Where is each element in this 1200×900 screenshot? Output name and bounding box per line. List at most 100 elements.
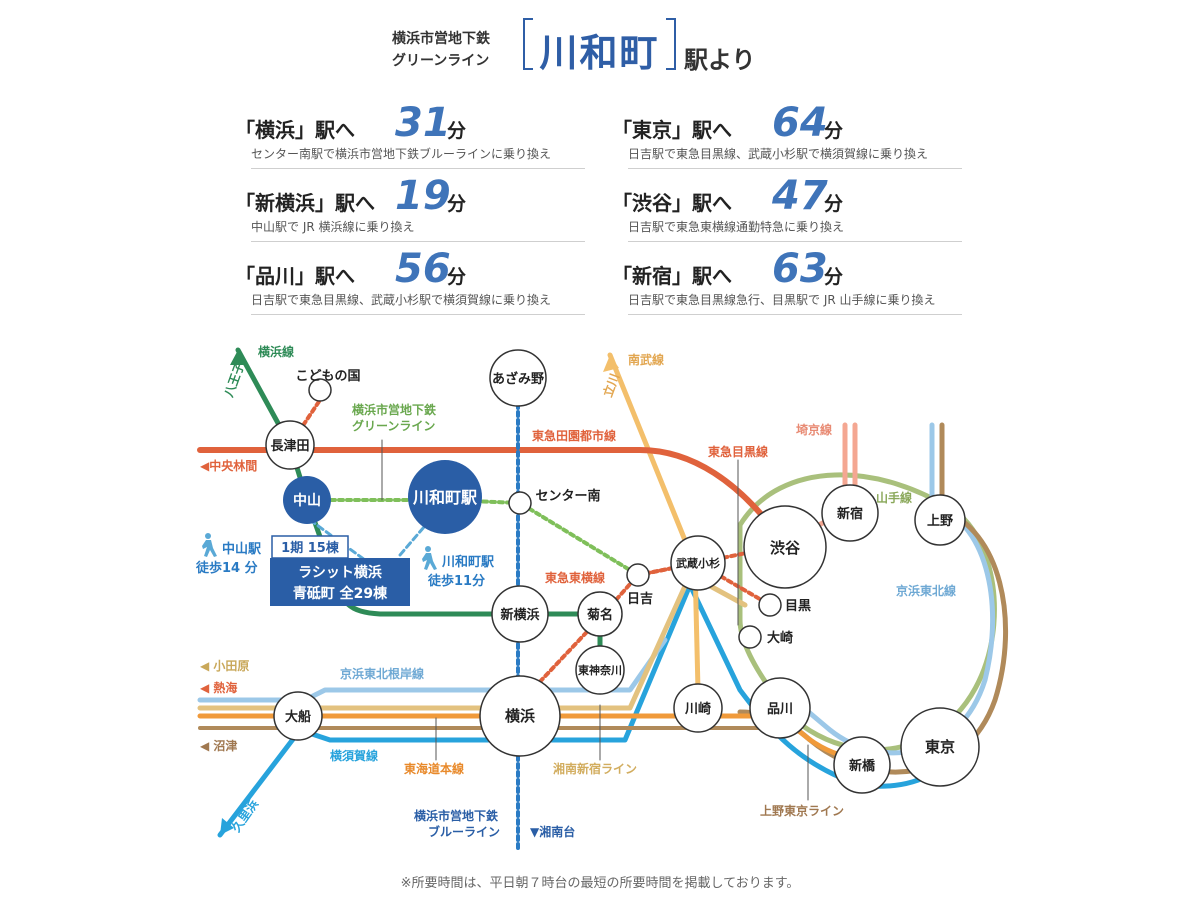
label-keihin-tohoku: 京浜東北線 — [896, 583, 956, 598]
label-osaki: 大崎 — [767, 630, 793, 646]
destination-note: センター南駅で横浜市営地下鉄ブルーラインに乗り換え — [251, 147, 552, 161]
label-shin-yokohama: 新横浜 — [500, 607, 539, 623]
label-odawara: ◀ 小田原 — [200, 658, 249, 673]
label-chuo-rinkan: ◀中央林間 — [200, 458, 257, 473]
walking-person-icon — [202, 533, 217, 557]
destination-minutes: 19 — [395, 173, 451, 219]
station-kodomonokuni — [308, 378, 332, 402]
walking-person-icon — [422, 546, 437, 570]
header-suffix: 駅より — [684, 46, 756, 74]
station-musashikosugi — [670, 535, 726, 591]
destination-minutes: 31 — [395, 100, 451, 146]
destination-minutes: 64 — [772, 100, 828, 146]
station-kawasaki — [673, 683, 723, 733]
label-blue-line-2: ブルーライン — [428, 824, 500, 839]
label-green-line-1: 横浜市営地下鉄 — [352, 402, 436, 417]
arrow-kurihama-icon — [220, 818, 234, 835]
label-nakayama: 中山 — [293, 492, 321, 509]
label-shinjuku: 新宿 — [837, 506, 863, 522]
label-saikyo: 埼京線 — [796, 422, 832, 437]
label-azamino: あざみ野 — [492, 371, 544, 387]
label-hachioji: 八王子 — [221, 360, 247, 400]
destination-unit: 分 — [447, 193, 467, 215]
header-line-name-1: 横浜市営地下鉄 — [392, 31, 490, 47]
destination-note: 日吉駅で東急東横線通勤特急に乗り換え — [628, 220, 845, 234]
station-shin-yokohama — [491, 585, 549, 643]
label-tokyo: 東京 — [925, 738, 955, 756]
label-kawasaki: 川崎 — [684, 701, 711, 717]
station-center-minami — [508, 491, 532, 515]
destination-shinagawa: 「品川」駅へ 56 分 日吉駅で東急目黒線、武蔵小杉駅で横須賀線に乗り換え — [235, 246, 585, 316]
label-meguro-line: 東急目黒線 — [708, 444, 768, 459]
destination-shibuya: 「渋谷」駅へ 47 分 日吉駅で東急東横線通勤特急に乗り換え — [612, 173, 962, 243]
label-toyoko: 東急東横線 — [545, 570, 605, 585]
divider — [628, 314, 962, 315]
destination-name: 「横浜」駅へ — [235, 118, 355, 142]
label-shimbashi: 新橋 — [849, 758, 876, 774]
footnote: ※所要時間は、平日朝７時台の最短の所要時間を掲載しております。 — [400, 876, 800, 891]
label-musashikosugi: 武蔵小杉 — [676, 556, 720, 570]
destination-yokohama: 「横浜」駅へ 31 分 センター南駅で横浜市営地下鉄ブルーラインに乗り換え — [235, 100, 585, 170]
destination-name: 「東京」駅へ — [612, 118, 732, 142]
destination-note: 日吉駅で東急目黒線急行、目黒駅で JR 山手線に乗り換え — [628, 293, 936, 307]
label-tokaido: 東海道本線 — [404, 761, 464, 776]
walk-nakayama-time: 徒歩14 分 — [195, 560, 258, 576]
label-shonandai: ▼湘南台 — [530, 824, 575, 839]
destination-unit: 分 — [824, 120, 844, 142]
divider — [251, 168, 585, 169]
green-line — [305, 498, 640, 577]
walk-kawawa: 川和町駅 徒歩11分 — [422, 546, 495, 589]
destination-shinjuku: 「新宿」駅へ 63 分 日吉駅で東急目黒線急行、目黒駅で JR 山手線に乗り換え — [612, 246, 962, 316]
destination-minutes: 47 — [772, 173, 828, 219]
label-denentoshi: 東急田園都市線 — [532, 428, 616, 443]
label-numazu: ◀ 沼津 — [200, 738, 237, 753]
shonan-shinjuku-line — [197, 572, 748, 711]
destination-note: 中山駅で JR 横浜線に乗り換え — [251, 220, 415, 234]
station-nagatsuta — [265, 420, 315, 470]
label-green-line-2: グリーンライン — [352, 418, 435, 433]
destination-unit: 分 — [447, 266, 467, 288]
destination-unit: 分 — [447, 120, 467, 142]
station-shinjuku — [821, 484, 879, 542]
destination-name: 「新宿」駅へ — [612, 264, 732, 288]
station-ueno — [914, 494, 966, 546]
label-keihin-tohoku-negishi: 京浜東北根岸線 — [340, 666, 424, 681]
divider — [628, 241, 962, 242]
property-phase: 1期 15棟 — [281, 540, 340, 556]
destination-note: 日吉駅で東急目黒線、武蔵小杉駅で横須賀線に乗り換え — [628, 147, 929, 161]
station-kawawacho — [408, 460, 482, 534]
label-atami: ◀ 熱海 — [200, 680, 237, 695]
divider — [251, 314, 585, 315]
label-ueno: 上野 — [927, 514, 953, 529]
arrow-tachikawa-icon — [603, 355, 619, 372]
walk-path-kawawa — [398, 518, 432, 557]
label-kawawacho: 川和町駅 — [412, 488, 478, 507]
nambu-line — [607, 352, 701, 693]
destination-unit: 分 — [824, 193, 844, 215]
label-hiyoshi: 日吉 — [627, 592, 653, 607]
station-higashi-kanagawa — [575, 645, 625, 695]
label-ueno-tokyo: 上野東京ライン — [760, 803, 844, 818]
label-higashi-kanagawa: 東神奈川 — [578, 663, 622, 677]
label-yokohama-line: 横浜線 — [258, 344, 294, 359]
walk-kawawa-time: 徒歩11分 — [427, 573, 485, 589]
property-name: ラシット横浜 — [298, 564, 382, 581]
station-shinagawa — [749, 677, 811, 739]
destination-minutes: 56 — [395, 246, 451, 292]
walk-kawawa-station: 川和町駅 — [441, 554, 495, 570]
station-yokohama — [479, 675, 561, 757]
header-station: 川和町 — [539, 31, 660, 75]
divider — [628, 168, 962, 169]
station-nakayama — [283, 476, 331, 524]
station-azamino — [489, 349, 547, 407]
station-shimbashi — [833, 736, 891, 794]
destination-name: 「新横浜」駅へ — [235, 191, 375, 215]
keihin-tohoku-negishi-line — [197, 637, 668, 703]
station-osaki — [738, 625, 762, 649]
destination-note: 日吉駅で東急目黒線、武蔵小杉駅で横須賀線に乗り換え — [251, 293, 552, 307]
label-kodomonokuni: こどもの国 — [295, 369, 360, 384]
station-bracket — [523, 18, 676, 70]
label-blue-line-1: 横浜市営地下鉄 — [414, 808, 498, 823]
label-yokohama: 横浜 — [505, 707, 535, 725]
label-yokosuka: 横須賀線 — [330, 748, 378, 763]
